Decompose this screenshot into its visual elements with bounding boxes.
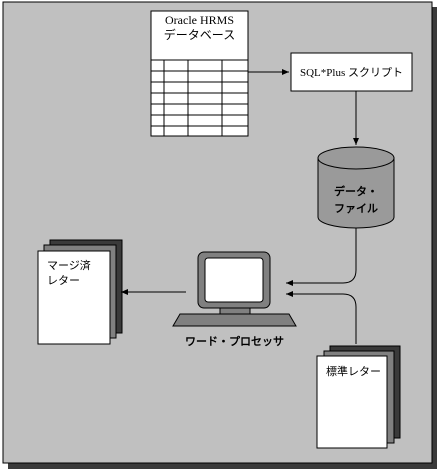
hrms-database: Oracle HRMS データベース xyxy=(150,10,249,137)
word-processor-label: ワード・プロセッサ xyxy=(185,334,284,348)
connectors xyxy=(121,69,359,344)
script-label: SQL*Plus スクリプト xyxy=(300,66,403,79)
merged-letters-label-line2: レター xyxy=(47,274,80,287)
merged-letters-stack: マージ済 レター xyxy=(37,239,123,345)
data-file-cylinder: データ・ ファイル xyxy=(317,146,395,229)
computer-icon: ワード・プロセッサ xyxy=(172,251,297,348)
merged-letters-label-line1: マージ済 xyxy=(47,258,91,272)
database-table-grid xyxy=(151,59,248,136)
datafile-label-line2: ファイル xyxy=(334,202,378,215)
standard-letter-stack: 標準レター xyxy=(316,345,401,449)
database-title-line2: データベース xyxy=(164,27,235,42)
datafile-label-line1: データ・ xyxy=(334,184,378,198)
standard-letter-label: 標準レター xyxy=(326,364,381,378)
arrow-letter-to-processor xyxy=(286,291,357,344)
sqlplus-script-box: SQL*Plus スクリプト xyxy=(290,52,413,92)
database-title-line1: Oracle HRMS xyxy=(165,13,234,27)
arrow-datafile-to-processor xyxy=(286,228,357,286)
